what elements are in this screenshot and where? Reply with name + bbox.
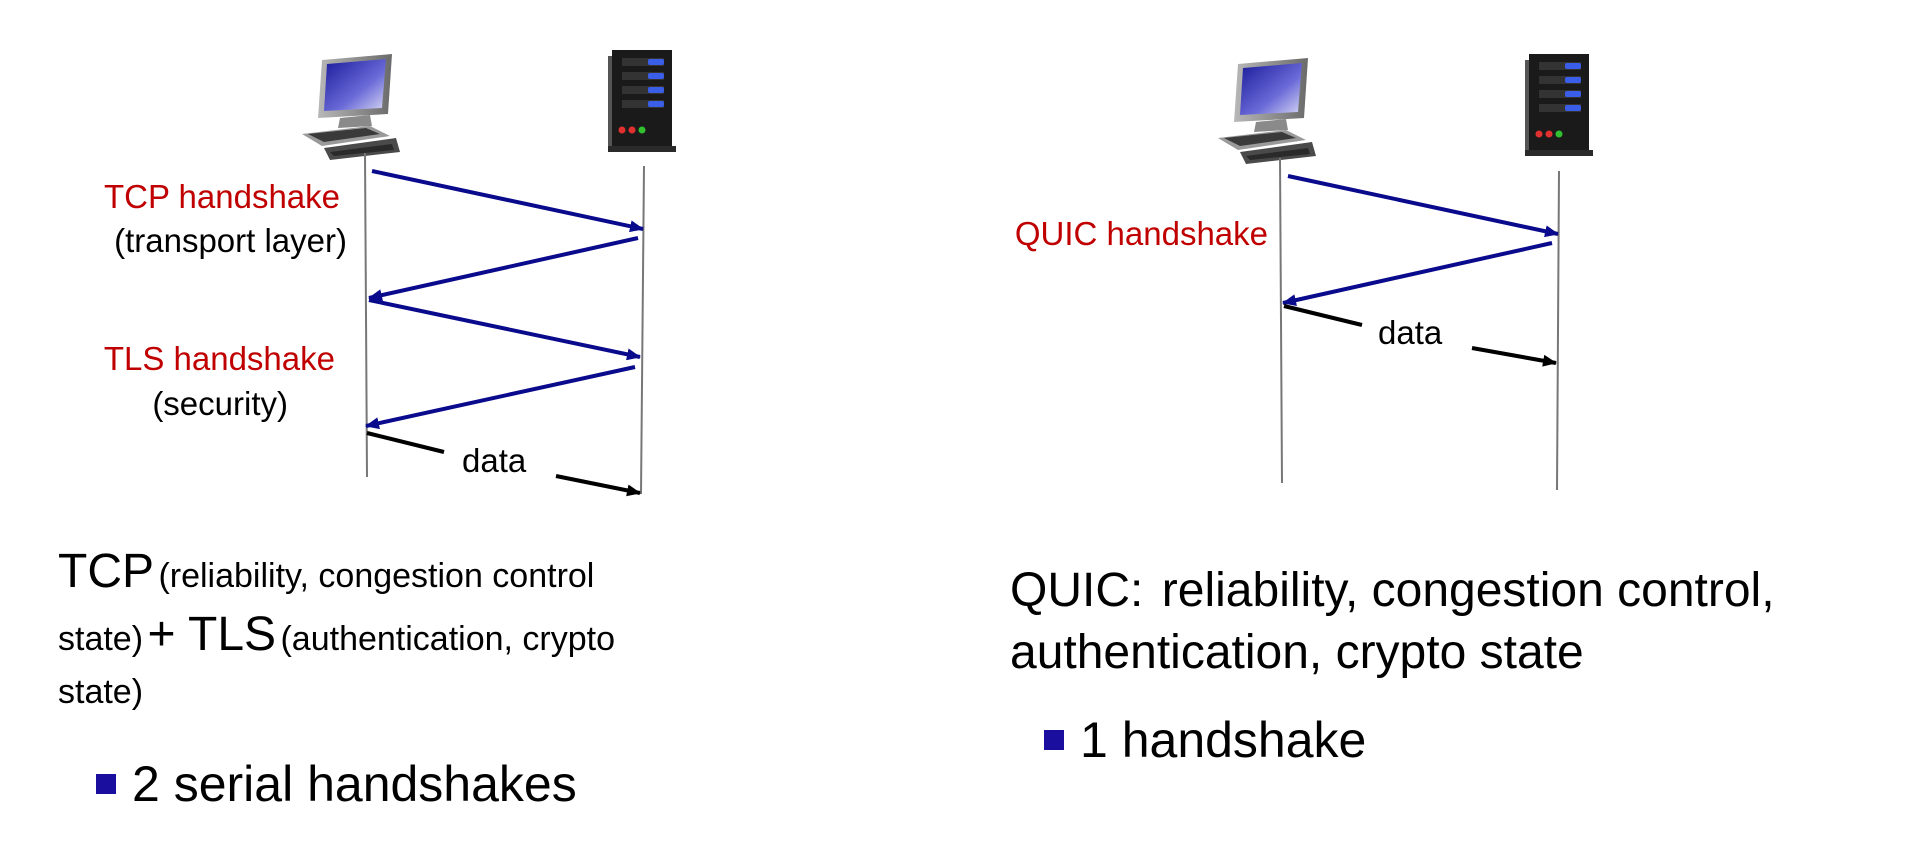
data-arrow-end: [555, 474, 641, 497]
quic-term: QUIC:: [1010, 564, 1144, 617]
bullet-square-icon: [1044, 730, 1064, 750]
server-icon: [608, 50, 676, 152]
left-caption-line-2: state) + TLS (authentication, crypto: [58, 604, 798, 666]
tcp-term: TCP: [58, 545, 154, 598]
quic-detail-1: reliability, congestion control,: [1161, 564, 1775, 617]
left-caption-line-1: TCP (reliability, congestion control: [58, 540, 798, 604]
tls-handshake-sublabel: (security): [152, 385, 288, 422]
state-text-2: state): [58, 673, 144, 711]
data-arrow-end: [1471, 346, 1557, 367]
client-computer-icon: [1218, 58, 1316, 164]
right-bullet-text: 1 handshake: [1080, 712, 1367, 768]
right-caption-line-2: authentication, crypto state: [1010, 622, 1890, 684]
server-timeline: [640, 165, 645, 495]
tcp-detail: (reliability, congestion control: [158, 557, 595, 595]
tls-reply-arrow: [365, 365, 636, 430]
tcp-handshake-label: TCP handshake: [104, 178, 340, 215]
quic-hello-arrow: [1287, 174, 1559, 238]
server-timeline: [1556, 170, 1560, 491]
left-bullet: 2 serial handshakes: [96, 752, 577, 816]
client-timeline: [364, 152, 368, 478]
tls-detail: (authentication, crypto: [280, 620, 616, 658]
left-caption-line-3: state): [58, 666, 798, 718]
tls-handshake-label: TLS handshake: [104, 340, 335, 377]
server-icon: [1525, 54, 1593, 156]
right-diagram: QUIC handshake data: [1015, 54, 1593, 491]
tcp-syn-arrow: [371, 169, 644, 233]
tcp-handshake-sublabel: (transport layer): [114, 222, 347, 259]
right-caption-line-1: QUIC: reliability, congestion control,: [1010, 560, 1890, 622]
left-diagram: TCP handshake (transport layer) TLS hand…: [104, 50, 676, 497]
bullet-square-icon: [96, 774, 116, 794]
client-timeline: [1279, 157, 1283, 484]
tcp-synack-arrow: [368, 236, 639, 302]
data-label: data: [462, 442, 527, 479]
right-bullet: 1 handshake: [1044, 708, 1366, 772]
tls-hello-arrow: [368, 298, 641, 361]
data-arrow-start: [366, 431, 445, 454]
quic-reply-arrow: [1282, 241, 1553, 307]
quic-handshake-label: QUIC handshake: [1015, 215, 1268, 252]
left-bullet-text: 2 serial handshakes: [132, 756, 577, 812]
right-caption: QUIC: reliability, congestion control, a…: [1010, 560, 1890, 684]
data-label: data: [1378, 314, 1443, 351]
state-text-1: state): [58, 620, 144, 658]
client-computer-icon: [302, 54, 400, 160]
data-arrow-start: [1283, 304, 1363, 327]
quic-detail-2: authentication, crypto state: [1010, 626, 1584, 679]
tls-term: + TLS: [147, 608, 277, 661]
left-caption: TCP (reliability, congestion control sta…: [58, 540, 798, 718]
